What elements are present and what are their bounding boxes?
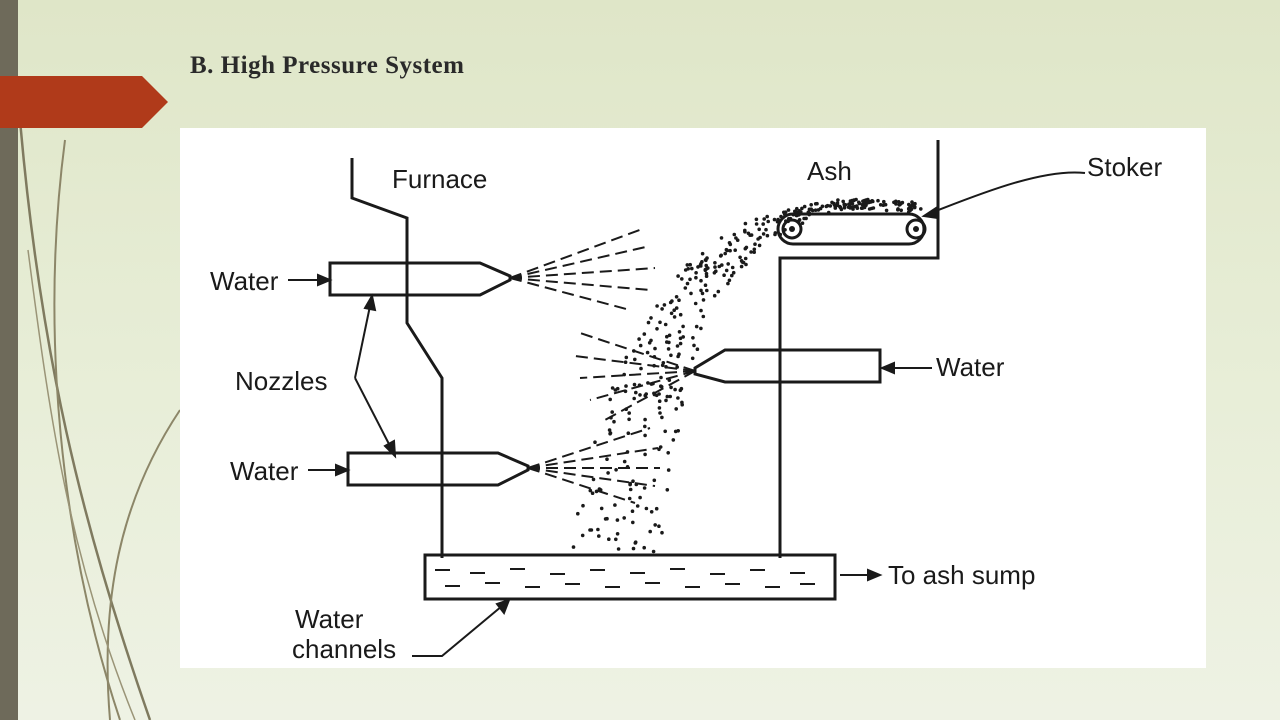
high-pressure-system-diagram: Furnace Ash Stoker Water Water Nozzles W… bbox=[210, 140, 1162, 664]
ash-label: Ash bbox=[807, 156, 852, 186]
title-marker-arrow bbox=[0, 76, 168, 128]
water-channel bbox=[423, 553, 837, 601]
water-label-bottom-left: Water bbox=[230, 456, 299, 486]
furnace-wall bbox=[350, 158, 444, 558]
nozzle-top-left bbox=[328, 261, 512, 297]
nozzle-right bbox=[693, 348, 882, 384]
slide-title: B. High Pressure System bbox=[190, 52, 465, 79]
water-label-top-left: Water bbox=[210, 266, 279, 296]
decorative-curves bbox=[18, 119, 181, 720]
water-surface-dashes bbox=[435, 568, 815, 588]
stoker-label: Stoker bbox=[1087, 152, 1162, 182]
to-ash-sump-label: To ash sump bbox=[888, 560, 1035, 590]
left-accent-bar bbox=[0, 0, 18, 720]
water-label-right: Water bbox=[936, 352, 1005, 382]
furnace-label: Furnace bbox=[392, 164, 487, 194]
nozzle-bottom-left bbox=[346, 451, 530, 487]
spray-jets bbox=[509, 227, 696, 504]
water-channels-label-line2: channels bbox=[292, 634, 396, 664]
stoker-housing bbox=[778, 140, 940, 558]
falling-ash bbox=[571, 197, 923, 554]
water-channels-label-line1: Water bbox=[295, 604, 364, 634]
diagram-panel: Furnace Ash Stoker Water Water Nozzles W… bbox=[180, 128, 1206, 668]
nozzles-label: Nozzles bbox=[235, 366, 327, 396]
